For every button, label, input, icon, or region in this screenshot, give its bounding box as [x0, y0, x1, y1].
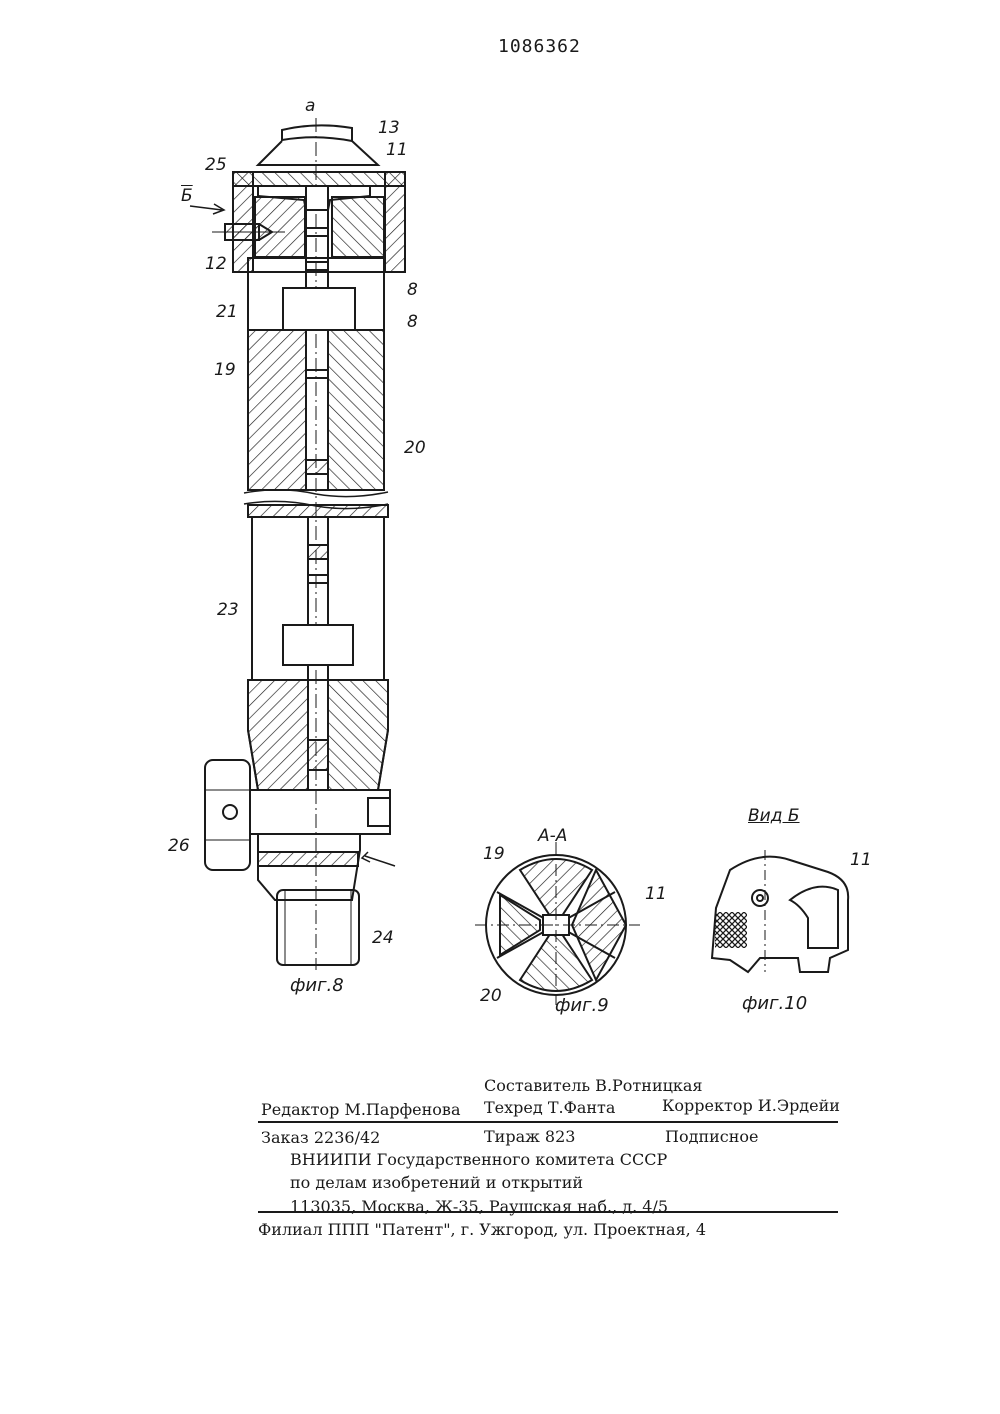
imprint-branch: Филиал ППП "Патент", г. Ужгород, ул. Про… — [258, 1220, 706, 1239]
imprint-corrector: Корректор И.Эрдейи — [662, 1096, 840, 1115]
fig8-label-24: 24 — [372, 928, 394, 948]
imprint-circulation: Тираж 823 — [484, 1127, 575, 1146]
imprint-org-line2: по делам изобретений и открытий — [290, 1173, 583, 1192]
imprint-org-line1: ВНИИПИ Государственного комитета СССР — [290, 1150, 667, 1169]
imprint-techred: Техред Т.Фанта — [484, 1098, 615, 1117]
fig8-label-23: 23 — [217, 600, 239, 620]
imprint-order: Заказ 2236/42 — [261, 1128, 380, 1147]
fig8-label-b: Б — [181, 186, 193, 206]
imprint-address: 113035, Москва, Ж-35, Раушская наб., д. … — [290, 1197, 668, 1216]
fig8-label-25: 25 — [205, 155, 227, 175]
figure-10-drawing — [712, 850, 848, 972]
figure-8-drawing — [190, 118, 405, 970]
figure-9-drawing — [475, 842, 640, 1005]
fig10-view-label: Вид Б — [748, 806, 800, 826]
imprint-compiler: Составитель В.Ротницкая — [484, 1076, 703, 1095]
imprint-rule-top — [258, 1121, 838, 1123]
fig8-label-a: а — [305, 96, 315, 116]
fig8-label-20: 20 — [404, 438, 426, 458]
fig8-label-11: 11 — [386, 140, 408, 160]
fig9-label-19: 19 — [483, 844, 505, 864]
imprint-rule-bottom — [258, 1211, 838, 1213]
fig8-caption: фиг.8 — [290, 975, 344, 996]
fig10-label-11: 11 — [850, 850, 872, 870]
fig9-caption: фиг.9 — [555, 995, 609, 1016]
fig8-label-26: 26 — [168, 836, 190, 856]
fig9-label-11: 11 — [645, 884, 667, 904]
fig8-label-8a: 8 — [407, 280, 418, 300]
imprint-editor: Редактор М.Парфенова — [261, 1100, 460, 1119]
fig9-label-20: 20 — [480, 986, 502, 1006]
fig8-label-13: 13 — [378, 118, 400, 138]
imprint-subscription: Подписное — [665, 1127, 759, 1146]
fig8-label-8b: 8 — [407, 312, 418, 332]
fig9-section-label: А-А — [538, 826, 567, 846]
fig10-caption: фиг.10 — [742, 993, 807, 1014]
fig8-label-19: 19 — [214, 360, 236, 380]
fig8-label-12: 12 — [205, 254, 227, 274]
fig8-label-21: 21 — [216, 302, 238, 322]
